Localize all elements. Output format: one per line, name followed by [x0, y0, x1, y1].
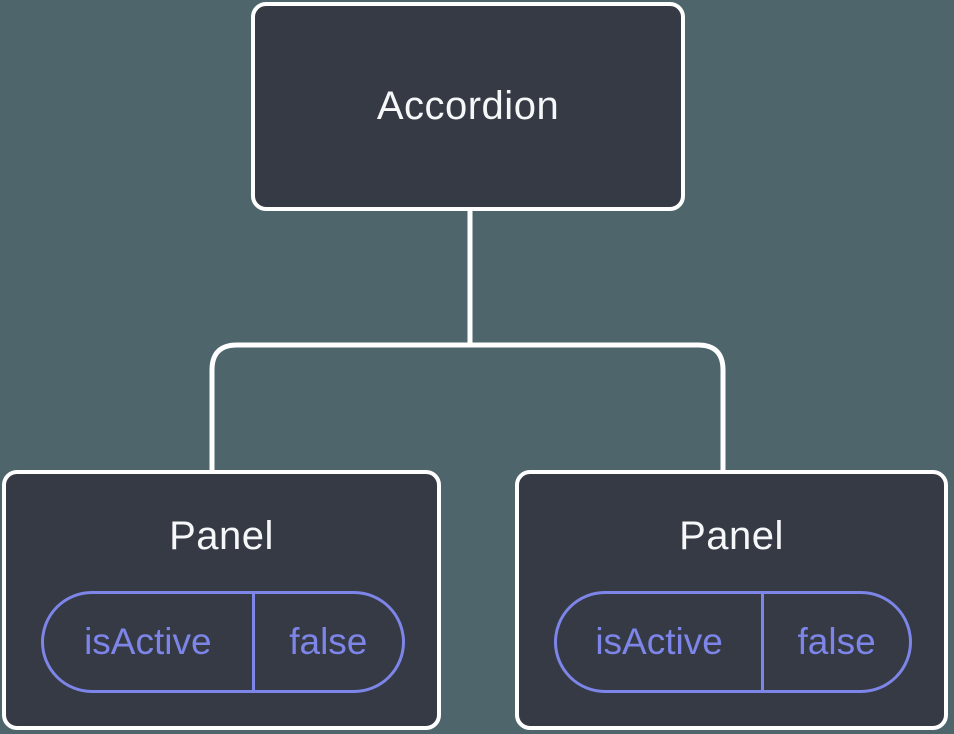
state-key-label: isActive — [557, 594, 765, 690]
node-panel-right-label: Panel — [679, 514, 784, 558]
node-panel-left-label: Panel — [169, 514, 274, 558]
node-accordion: Accordion — [251, 2, 685, 211]
state-value-label: false — [797, 621, 876, 662]
node-panel-left: Panel isActive false — [2, 470, 441, 730]
state-pill-left: isActive false — [41, 591, 405, 693]
node-panel-right: Panel isActive false — [515, 470, 948, 730]
node-accordion-label: Accordion — [376, 84, 560, 128]
state-key-label: isActive — [44, 594, 255, 690]
connector-branch-bracket — [209, 342, 726, 475]
state-value-label: false — [289, 621, 368, 662]
state-pill-right: isActive false — [554, 591, 912, 693]
